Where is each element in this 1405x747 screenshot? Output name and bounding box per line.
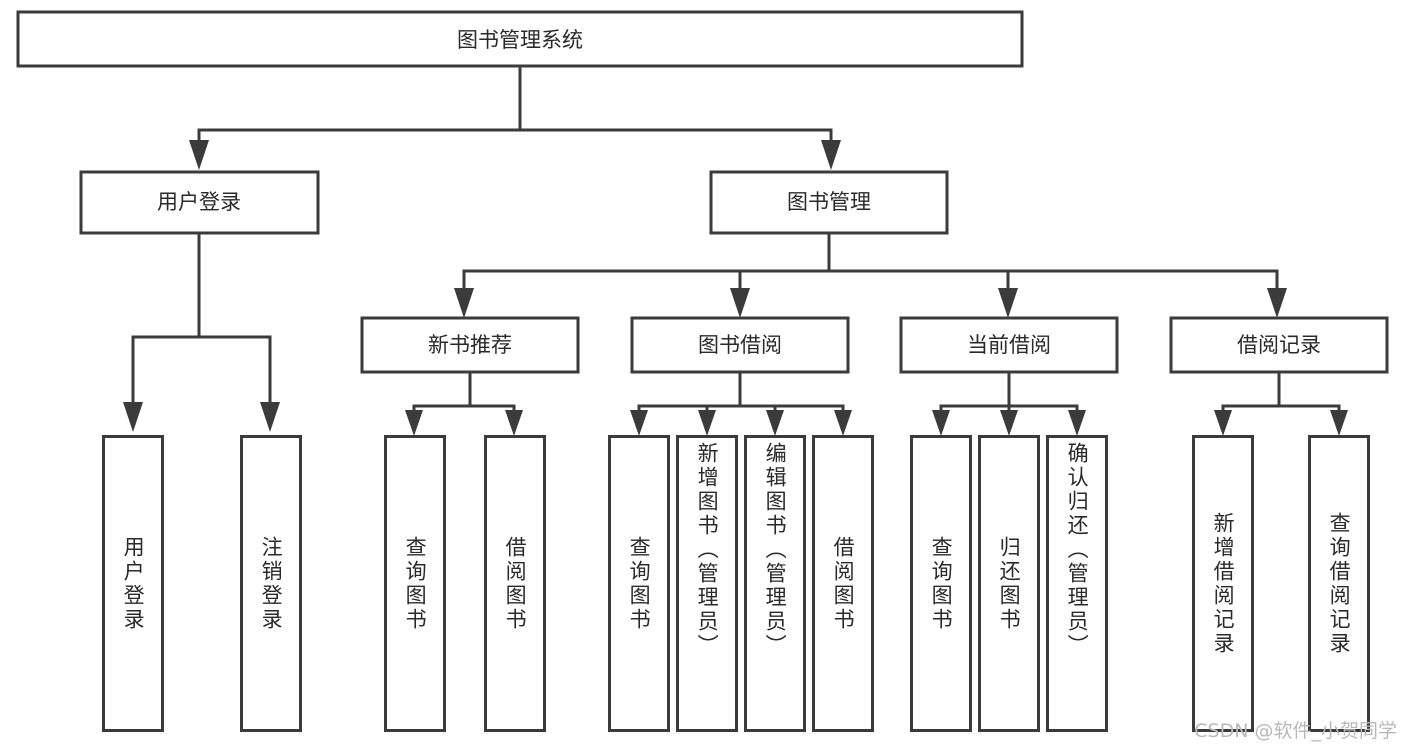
node-book-management[interactable]: 图书管理 bbox=[709, 170, 949, 235]
leaf-node-add-book-admin[interactable]: 新增图书（管理员） bbox=[676, 435, 738, 732]
connector-book-borrow-to-leaves bbox=[630, 370, 852, 436]
arrow-head-icon bbox=[1214, 410, 1232, 436]
leaf-node-query-borrow-record[interactable]: 查询借阅记录 bbox=[1308, 435, 1370, 732]
arrow-head-icon bbox=[821, 140, 841, 170]
node-new-book-recommend[interactable]: 新书推荐 bbox=[360, 316, 580, 374]
leaf-node-edit-book-admin-label: 编辑图书（管理员） bbox=[763, 442, 788, 658]
arrow-head-icon bbox=[454, 288, 474, 318]
node-new-book-recommend-label: 新书推荐 bbox=[428, 333, 512, 357]
leaf-node-borrow-book[interactable]: 借阅图书 bbox=[812, 435, 874, 732]
node-root-label: 图书管理系统 bbox=[457, 28, 583, 52]
connector-root-to-level1 bbox=[189, 64, 841, 170]
leaf-node-query-book-borrow[interactable]: 查询图书 bbox=[608, 435, 670, 732]
arrow-head-icon bbox=[1330, 410, 1348, 436]
arrow-head-icon bbox=[630, 410, 648, 436]
leaf-node-query-book-recommend[interactable]: 查询图书 bbox=[384, 435, 446, 732]
leaf-node-edit-book-admin[interactable]: 编辑图书（管理员） bbox=[744, 435, 806, 732]
connector-user-login-to-leaves bbox=[123, 231, 280, 432]
connector-new-book-recommend-to-leaves bbox=[405, 370, 523, 436]
leaf-node-user-login-label: 用户登录 bbox=[121, 535, 146, 632]
arrow-head-icon bbox=[260, 402, 280, 432]
arrow-head-icon bbox=[1000, 410, 1018, 436]
leaf-node-return-book-label: 归还图书 bbox=[997, 535, 1022, 632]
node-root-box[interactable] bbox=[16, 10, 1024, 68]
leaf-node-borrow-book-recommend-label: 借阅图书 bbox=[503, 535, 528, 632]
leaf-node-add-borrow-record[interactable]: 新增借阅记录 bbox=[1192, 435, 1254, 732]
leaf-node-user-login[interactable]: 用户登录 bbox=[102, 435, 164, 732]
leaf-node-query-book-current-label: 查询图书 bbox=[929, 535, 954, 632]
node-current-borrow-box[interactable] bbox=[899, 316, 1119, 374]
leaf-node-query-borrow-record-label: 查询借阅记录 bbox=[1327, 511, 1352, 656]
leaf-node-add-book-admin-label: 新增图书（管理员） bbox=[695, 442, 720, 658]
arrow-head-icon bbox=[834, 410, 852, 436]
connector-borrow-record-to-leaves bbox=[1214, 370, 1348, 436]
leaf-node-query-book-recommend-label: 查询图书 bbox=[403, 535, 428, 632]
leaf-node-add-borrow-record-label: 新增借阅记录 bbox=[1211, 511, 1236, 656]
arrow-head-icon bbox=[123, 402, 143, 432]
leaf-node-query-book-current[interactable]: 查询图书 bbox=[910, 435, 972, 732]
arrow-head-icon bbox=[730, 288, 750, 318]
leaf-node-query-book-borrow-label: 查询图书 bbox=[627, 535, 652, 632]
arrow-head-icon bbox=[766, 410, 784, 436]
leaf-node-return-book[interactable]: 归还图书 bbox=[978, 435, 1040, 732]
connector-book-management-to-level2 bbox=[454, 231, 1287, 318]
arrow-head-icon bbox=[932, 410, 950, 436]
leaf-node-confirm-return-admin-label: 确认归还（管理员） bbox=[1065, 442, 1090, 658]
arrow-head-icon bbox=[998, 288, 1018, 318]
leaf-node-borrow-book-recommend[interactable]: 借阅图书 bbox=[484, 435, 546, 732]
node-book-management-label: 图书管理 bbox=[787, 190, 871, 214]
node-borrow-record[interactable]: 借阅记录 bbox=[1169, 316, 1389, 374]
arrow-head-icon bbox=[405, 410, 423, 436]
node-book-borrow[interactable]: 图书借阅 bbox=[630, 316, 850, 374]
arrow-head-icon bbox=[189, 140, 209, 170]
arrow-head-icon bbox=[698, 410, 716, 436]
leaf-node-confirm-return-admin[interactable]: 确认归还（管理员） bbox=[1046, 435, 1108, 732]
leaf-node-borrow-book-label: 借阅图书 bbox=[831, 535, 856, 632]
arrow-head-icon bbox=[1068, 410, 1086, 436]
arrow-head-icon bbox=[1267, 288, 1287, 318]
node-user-login[interactable]: 用户登录 bbox=[79, 170, 320, 235]
node-current-borrow-label: 当前借阅 bbox=[967, 333, 1051, 357]
leaf-node-logout[interactable]: 注销登录 bbox=[240, 435, 302, 732]
connector-current-borrow-to-leaves bbox=[932, 370, 1086, 436]
node-current-borrow[interactable]: 当前借阅 bbox=[899, 316, 1119, 374]
arrow-head-icon bbox=[505, 410, 523, 436]
node-borrow-record-label: 借阅记录 bbox=[1237, 333, 1321, 357]
node-book-borrow-label: 图书借阅 bbox=[698, 333, 782, 357]
node-new-book-recommend-box[interactable] bbox=[360, 316, 580, 374]
node-root[interactable]: 图书管理系统 bbox=[16, 10, 1024, 68]
leaf-node-logout-label: 注销登录 bbox=[259, 535, 284, 632]
node-user-login-label: 用户登录 bbox=[157, 190, 241, 214]
